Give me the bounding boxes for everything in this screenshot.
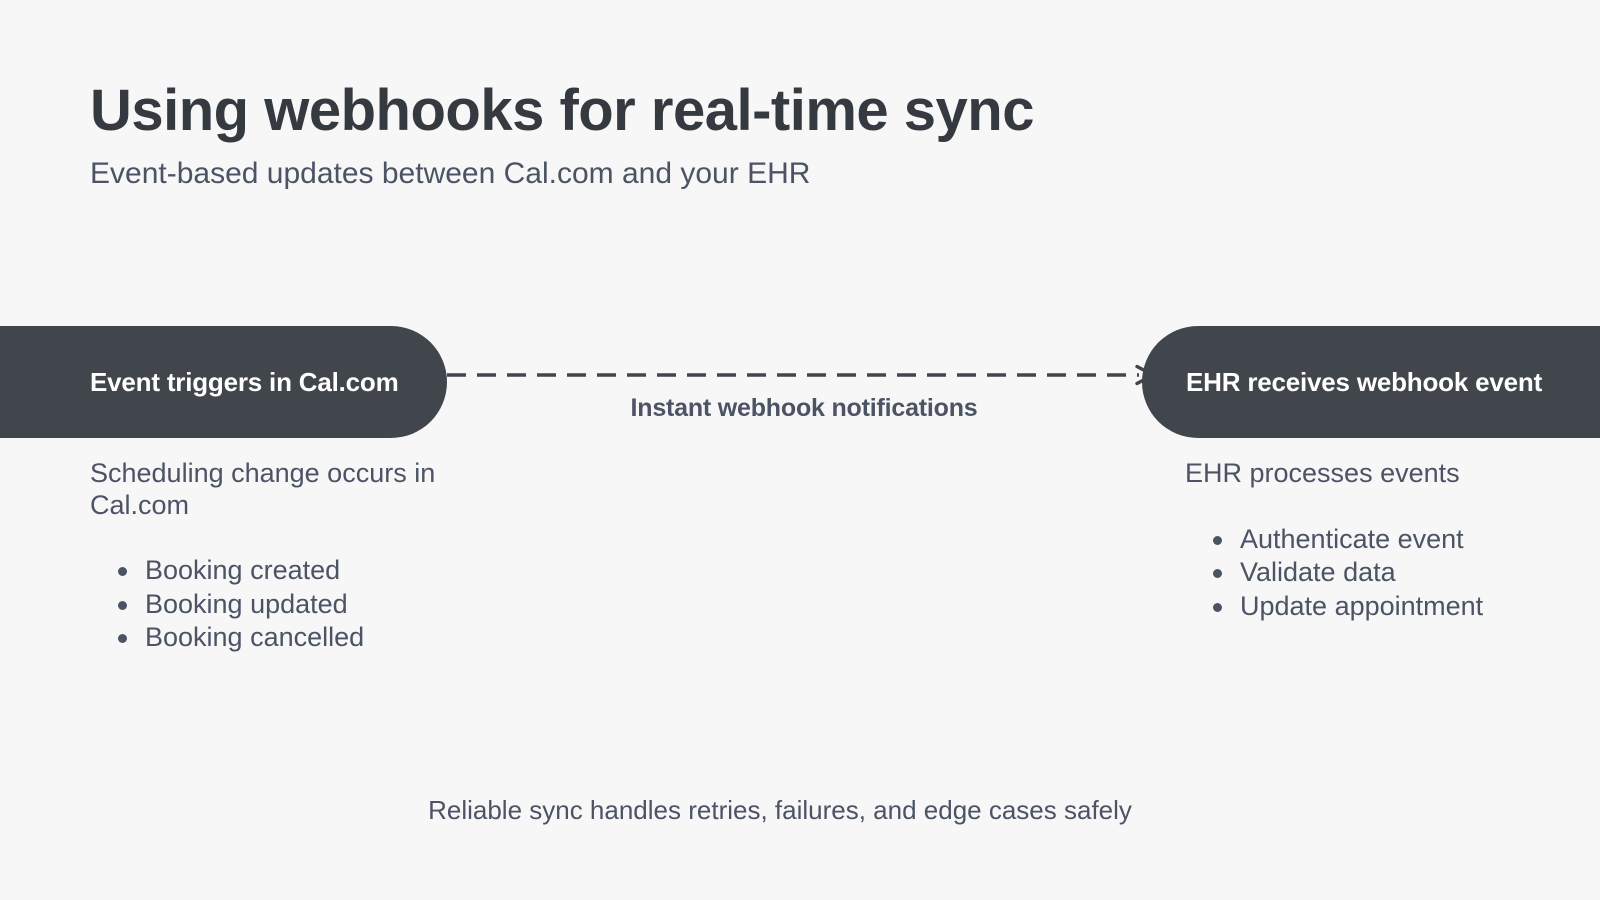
flow-left-description: Scheduling change occurs in Cal.com <box>90 458 436 520</box>
flow-connector-label: Instant webhook notifications <box>630 394 978 422</box>
flow-connector <box>447 360 1161 390</box>
list-item-label: Booking cancelled <box>145 622 365 653</box>
list-item-label: Booking updated <box>145 588 348 619</box>
flow-node-left-label: Event triggers in Cal.com <box>90 366 399 397</box>
flow-column-left: Scheduling change occurs in Cal.com Book… <box>90 458 490 656</box>
flow-right-description: EHR processes events <box>1185 458 1460 488</box>
page-title: Using webhooks for real-time sync <box>90 78 1034 143</box>
bullet-dot-icon <box>118 567 127 577</box>
flow-right-bullet-list: Authenticate event Validate data Update … <box>1185 490 1545 623</box>
diagram-header: Using webhooks for real-time sync Event-… <box>90 82 1390 192</box>
list-item-label: Authenticate event <box>1240 523 1464 554</box>
dashed-arrow-icon <box>447 364 1155 386</box>
flow-node-right[interactable]: EHR receives webhook event <box>1142 326 1600 438</box>
list-item: Update appointment <box>1185 591 1545 623</box>
flow-column-right: EHR processes events Authenticate event … <box>1185 458 1545 624</box>
bullet-dot-icon <box>118 600 127 610</box>
flow-node-right-label: EHR receives webhook event <box>1186 366 1543 397</box>
flow-node-left[interactable]: Event triggers in Cal.com <box>0 326 447 438</box>
bullet-dot-icon <box>1213 569 1222 579</box>
list-item-label: Update appointment <box>1240 590 1484 621</box>
list-item-label: Booking created <box>145 555 341 586</box>
bullet-dot-icon <box>118 634 127 644</box>
list-item: Booking created <box>90 555 490 587</box>
list-item-label: Validate data <box>1240 557 1396 588</box>
bullet-dot-icon <box>1213 602 1222 612</box>
bullet-dot-icon <box>1213 535 1222 545</box>
footer-note: Reliable sync handles retries, failures,… <box>428 795 1132 825</box>
list-item: Booking cancelled <box>90 622 490 654</box>
list-item: Authenticate event <box>1185 524 1545 556</box>
list-item: Booking updated <box>90 589 490 621</box>
page-subtitle: Event-based updates between Cal.com and … <box>90 157 811 190</box>
list-item: Validate data <box>1185 557 1545 589</box>
flow-left-bullet-list: Booking created Booking updated Booking … <box>90 521 490 654</box>
